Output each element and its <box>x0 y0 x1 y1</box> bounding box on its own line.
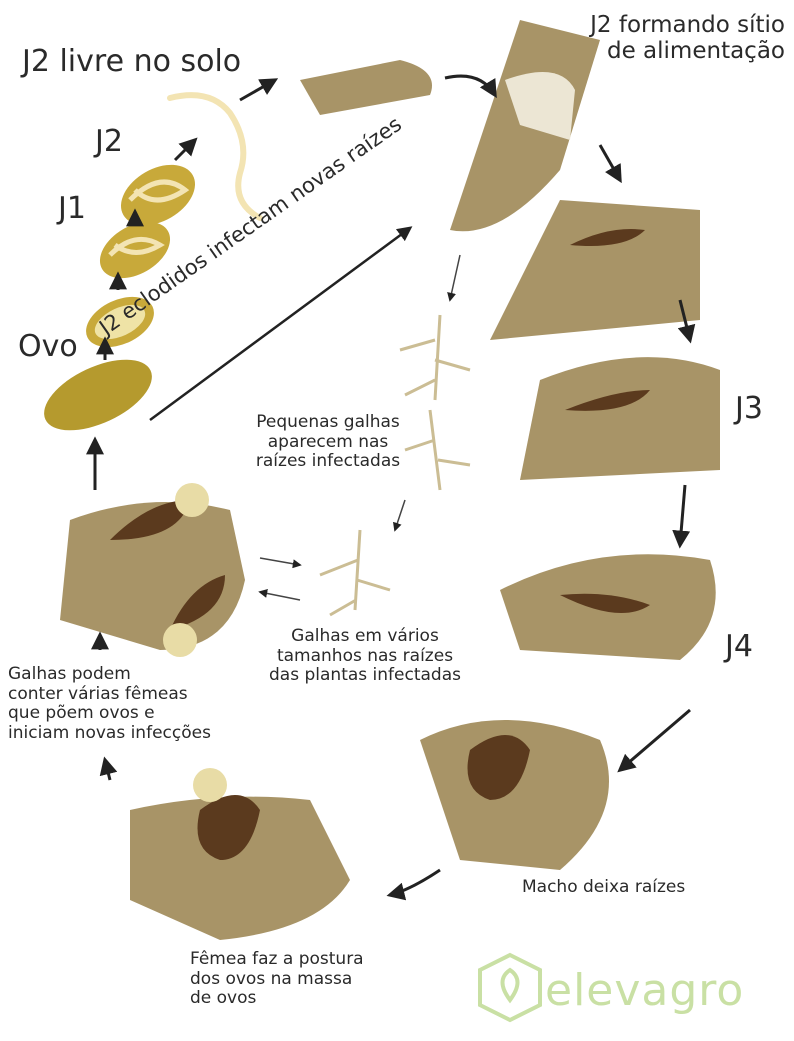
egg-mass <box>163 623 197 657</box>
root-segment <box>300 60 432 115</box>
label-small-galls: Pequenas galhas aparecem nas raízes infe… <box>228 413 428 472</box>
tissue-stage-1 <box>490 200 700 340</box>
label-egg: Ovo <box>18 330 78 365</box>
egg-mass <box>175 483 209 517</box>
tissue-stage-j3 <box>520 357 720 480</box>
label-j2-soil: J2 livre no solo <box>22 45 241 80</box>
label-female-lays: Fêmea faz a postura dos ovos na massa de… <box>190 950 364 1009</box>
label-j2: J2 <box>95 125 123 160</box>
logo-icon <box>480 955 540 1020</box>
label-galls-females: Galhas podem conter várias fêmeas que põ… <box>8 665 211 743</box>
egg-mass <box>193 768 227 802</box>
label-j1: J1 <box>58 192 86 227</box>
label-male-leaves: Macho deixa raízes <box>522 878 685 898</box>
label-j2-feeding: J2 formando sítio de alimentação <box>560 12 785 65</box>
label-j3: J3 <box>735 392 763 427</box>
label-galls-sizes: Galhas em vários tamanhos nas raízes das… <box>250 627 480 686</box>
label-j4: J4 <box>725 630 753 665</box>
logo-text: elevagro <box>545 965 744 1016</box>
